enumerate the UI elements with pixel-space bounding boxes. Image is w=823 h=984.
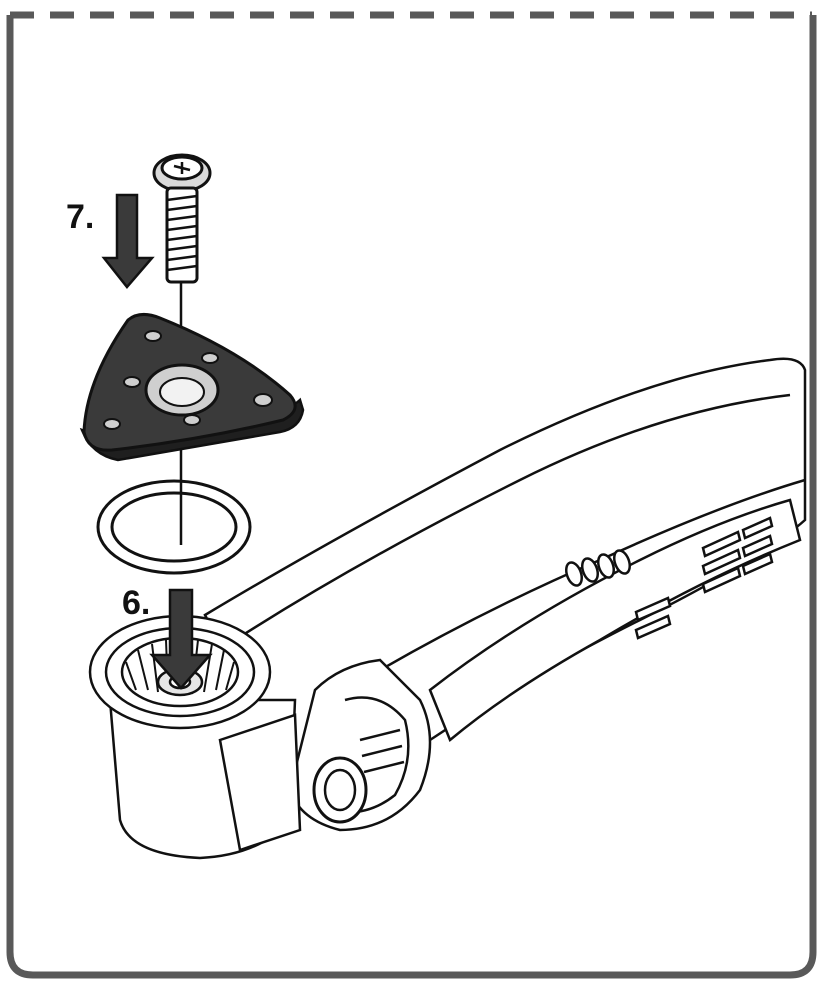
down-arrow-icon (101, 193, 155, 289)
step-6-arrow (149, 588, 213, 690)
pad-center-hole-inner (159, 377, 205, 407)
screw (152, 153, 212, 284)
tool-vents-side (634, 516, 774, 640)
step-7-label: 7. (66, 198, 94, 236)
tool-head-side-panel (218, 713, 302, 852)
pad-mounting-holes (103, 330, 273, 430)
screw-threads (166, 194, 198, 272)
step-7-arrow (101, 193, 155, 289)
screw-drive-slot (173, 162, 191, 174)
panel-frame (6, 11, 817, 979)
down-arrow-icon (149, 588, 213, 690)
frame-border (6, 15, 817, 979)
tool-grip-panel (428, 498, 802, 743)
o-ring-washer (96, 479, 252, 575)
tool-vents-upper (564, 549, 632, 587)
washer-inner (110, 491, 238, 563)
triangular-sanding-pad (79, 313, 305, 462)
tool-lever-inner (323, 768, 357, 812)
washer-outer (96, 479, 252, 575)
tool-housing-ridge (234, 393, 791, 642)
step-6-label: 6. (122, 584, 150, 622)
